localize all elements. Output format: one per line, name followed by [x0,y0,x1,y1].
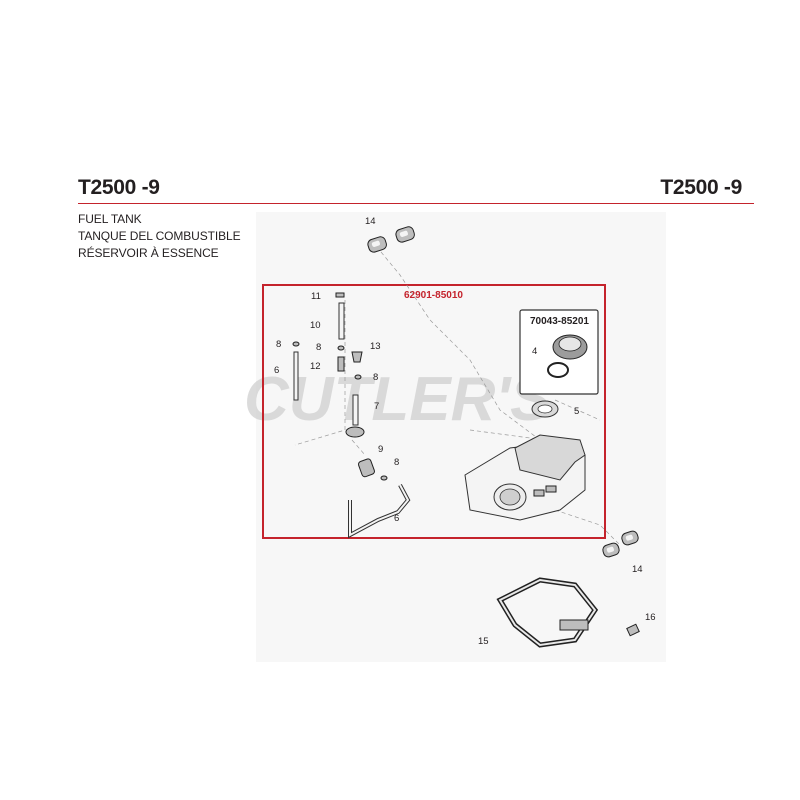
part-13-valve [351,351,363,363]
fuel-tank-body [464,434,586,521]
callout-8-d: 8 [394,457,399,468]
part-7-pickup-base [345,426,365,438]
callout-15: 15 [478,636,489,647]
callout-8-c: 8 [373,372,378,383]
model-title-left: T2500 -9 [78,176,160,199]
part-8-ring-b [337,345,345,351]
watermark-text: CUTLER'S [244,365,552,434]
grommet-bottom-pair [602,530,639,558]
diagram-background [256,212,666,662]
callout-12: 12 [310,361,321,372]
part-12-fitting [337,356,345,372]
part-10-tube [338,302,345,340]
part-4-fuel-cap [547,334,588,378]
callout-5: 5 [574,406,579,417]
assembly-part-number: 62901-85010 [404,290,463,301]
part-8-ring-a [292,341,300,347]
part-11-clip [335,292,345,298]
callout-13: 13 [370,341,381,352]
callout-4: 4 [532,346,537,357]
callout-7: 7 [374,401,379,412]
leader-line-filter [351,439,366,456]
callout-14-top: 14 [365,216,376,227]
part-8-ring-d [380,475,388,481]
model-title-right: T2500 -9 [660,176,742,199]
leader-line-tank [469,429,546,441]
callout-10: 10 [310,320,321,331]
callout-14-bottom: 14 [632,564,643,575]
header-divider [78,203,754,204]
callout-8-a: 8 [276,339,281,350]
part-6-fuel-line-top [293,351,299,401]
part-8-ring-c [354,374,362,380]
leader-line-fuel-line [294,300,346,446]
part-7-pickup-tube [352,394,359,426]
part-9-filter [357,458,375,478]
leader-line-gasket [554,399,601,421]
leader-line-grommet [380,251,541,441]
part-15-tank-mount [496,577,599,648]
callout-6-top: 6 [274,365,279,376]
section-title-english: FUEL TANK [78,212,142,226]
grommet-top-pair [367,226,415,253]
section-title-spanish: TANQUE DEL COMBUSTIBLE [78,229,241,243]
assembly-frame [262,284,606,539]
cap-kit-part-number: 70043-85201 [530,316,589,327]
callout-16: 16 [645,612,656,623]
leader-line-mount [554,509,621,546]
callout-9: 9 [378,444,383,455]
callout-8-b: 8 [316,342,321,353]
section-title-french: RÉSERVOIR À ESSENCE [78,246,219,260]
callout-6-bottom: 6 [394,513,399,524]
part-16-screw [626,623,640,637]
callout-11: 11 [311,291,321,302]
